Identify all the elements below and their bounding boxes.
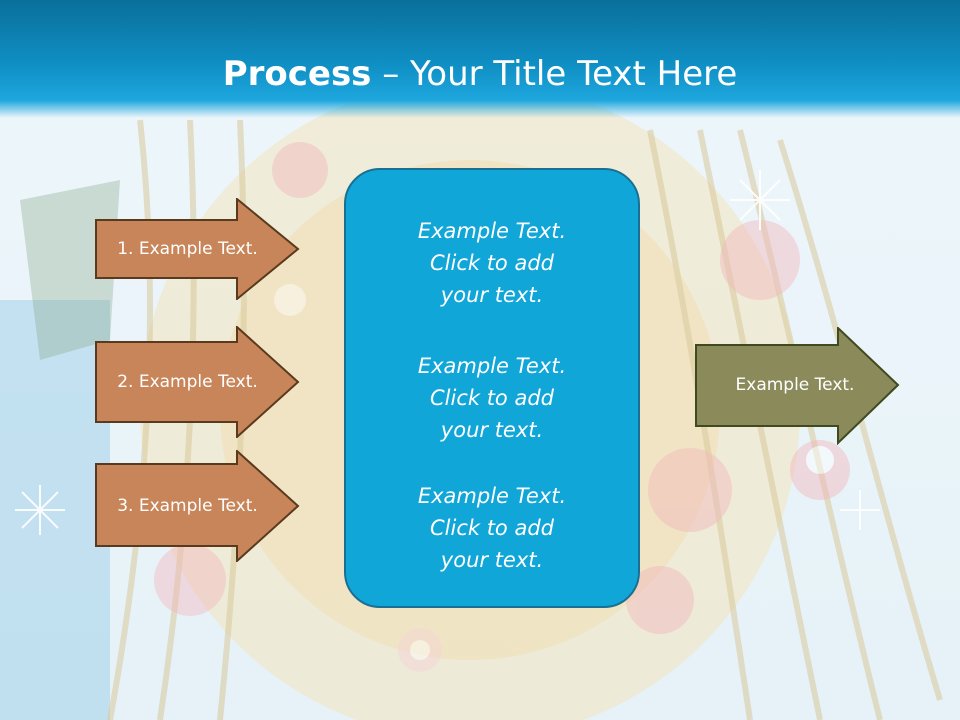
center-block-2: Example Text. Click to add your text.: [346, 350, 638, 446]
output-arrow[interactable]: Example Text.: [695, 327, 901, 445]
center-block-1-line1: Example Text.: [417, 219, 567, 243]
center-block-3-line3: your text.: [440, 548, 544, 572]
output-label: Example Text.: [735, 375, 855, 395]
center-block-3-line2: Click to add: [429, 516, 554, 540]
step-arrow-2[interactable]: 2. Example Text.: [95, 326, 301, 438]
title-rest: – Your Title Text Here: [371, 54, 738, 94]
title-bar: [0, 0, 960, 118]
center-block-2-line1: Example Text.: [417, 354, 567, 378]
step-label-2: 2. Example Text.: [117, 372, 258, 392]
center-block-1-line3: your text.: [440, 283, 544, 307]
center-block-3: Example Text. Click to add your text.: [346, 480, 638, 576]
arrow-right-icon: [695, 327, 900, 445]
step-arrow-3[interactable]: 3. Example Text.: [95, 450, 301, 562]
title-strong: Process: [222, 54, 372, 94]
center-text-box[interactable]: Example Text. Click to add your text. Ex…: [344, 168, 640, 608]
slide-title: Process – Your Title Text Here: [0, 52, 960, 96]
arrow-right-icon: [95, 326, 300, 438]
arrow-right-icon: [95, 450, 300, 562]
step-label-3: 3. Example Text.: [117, 496, 258, 516]
arrow-right-icon: [95, 198, 300, 300]
center-block-2-line2: Click to add: [429, 386, 554, 410]
center-block-1: Example Text. Click to add your text.: [346, 215, 638, 311]
step-label-1: 1. Example Text.: [117, 239, 258, 259]
center-block-1-line2: Click to add: [429, 251, 554, 275]
center-block-2-line3: your text.: [440, 418, 544, 442]
center-block-3-line1: Example Text.: [417, 484, 567, 508]
step-arrow-1[interactable]: 1. Example Text.: [95, 198, 301, 300]
